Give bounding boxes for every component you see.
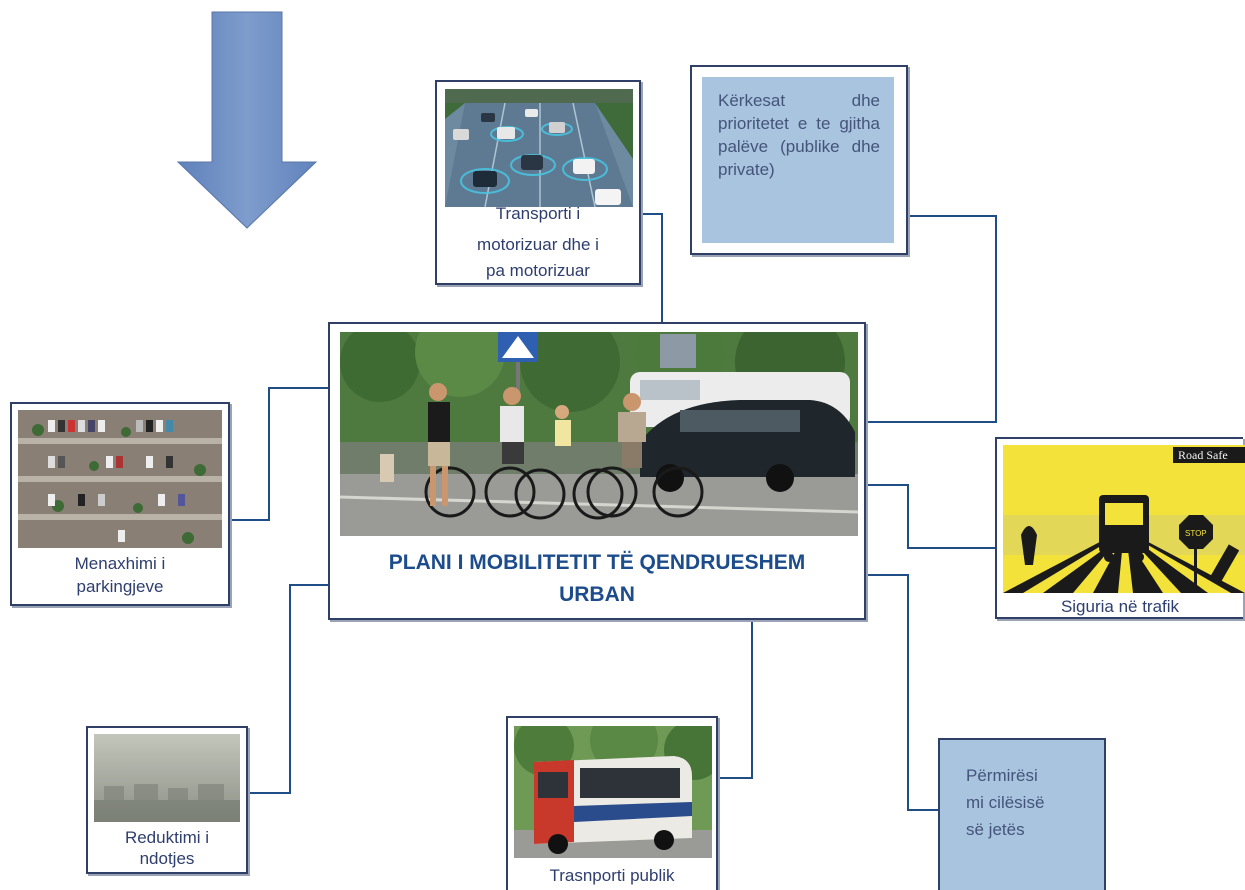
connector-pollution [248,584,328,794]
road-safe-sign-text: Road Safe [1178,448,1228,462]
node-center: PLANI I MOBILITETIT TË QENDRUESHEM URBAN [328,322,866,620]
node-parking: Menaxhimi i parkingjeve [10,402,230,606]
quality-text-3: së jetës [966,820,1025,839]
road-safety-image: Road Safe STOP [1003,445,1245,593]
quality-text-1: Përmirësi [966,766,1038,785]
center-title-line1: PLANI I MOBILITETIT TË QENDRUESHEM [388,551,806,574]
node-public-transport: Trasnporti publik [506,716,718,890]
public-transport-caption: Trasnporti publik [549,866,675,885]
connector-safety [866,484,995,549]
node-pollution: Reduktimi i ndotjes [86,726,248,874]
node-quality: Përmirësi mi cilësisë së jetës [938,738,1106,890]
node-transport: Transporti i motorizuar dhe i pa motoriz… [435,80,641,285]
traffic-highway-image [445,89,633,207]
transport-caption-1: Transporti i [495,204,581,223]
connector-transport [634,213,663,322]
stop-sign-text: STOP [1185,529,1207,538]
parking-lot-image [18,410,222,548]
smog-image [94,734,240,822]
bus-image [514,726,712,858]
requirements-panel: Kërkesat dhe prioritetet e te gjitha pal… [702,77,894,243]
connector-quality [866,574,938,811]
parking-caption-1: Menaxhimi i [74,554,166,573]
node-safety: Road Safe STOP Siguria në trafik [995,437,1245,619]
quality-text-2: mi cilësisë [966,793,1045,812]
connector-parking [230,387,328,521]
transport-caption-2: motorizuar dhe i [477,235,599,254]
pollution-caption-1: Reduktimi i [124,828,210,847]
connector-public-transport [718,620,753,779]
requirements-text: Kërkesat dhe prioritetet e te gjitha pal… [718,91,880,179]
down-arrow-icon [176,11,318,229]
cyclists-street-image [340,332,858,536]
node-requirements: Kërkesat dhe prioritetet e te gjitha pal… [690,65,908,255]
center-title-line2: URBAN [559,583,635,606]
parking-caption-2: parkingjeve [76,577,164,596]
pollution-caption-2: ndotjes [139,849,195,868]
connector-requirements [866,215,997,423]
safety-caption: Siguria në trafik [1060,597,1180,616]
transport-caption-3: pa motorizuar [486,261,590,280]
